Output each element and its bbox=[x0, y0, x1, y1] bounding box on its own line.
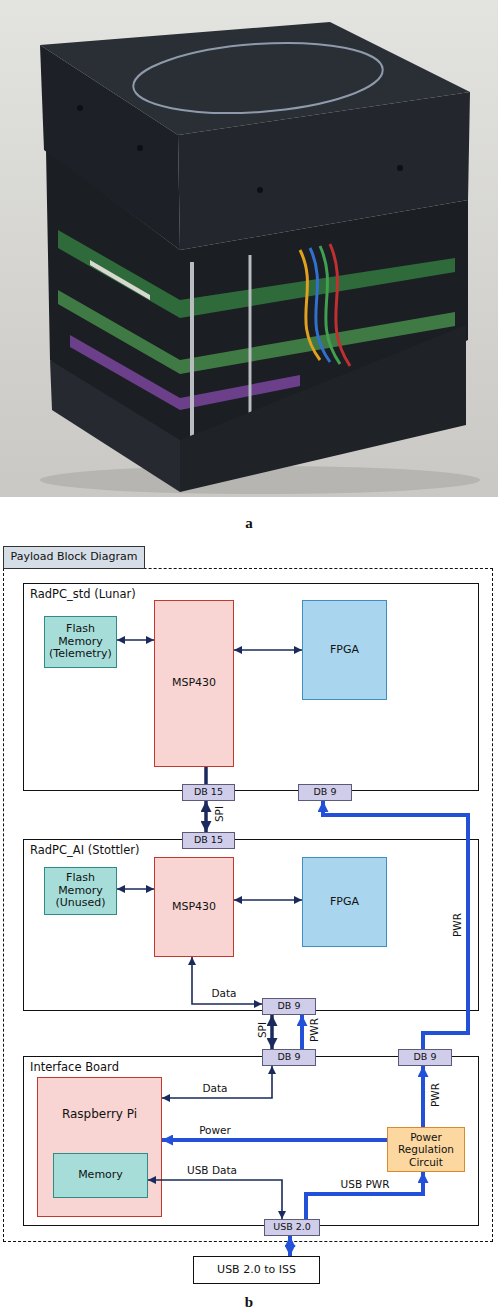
box-text: DB 9 bbox=[278, 1052, 301, 1063]
lid-logo bbox=[131, 35, 385, 120]
connector-port: DB 15 bbox=[182, 832, 235, 849]
edge-label: SPI bbox=[256, 1022, 268, 1038]
screw-hole bbox=[137, 145, 143, 151]
box-text: MSP430 bbox=[172, 901, 216, 914]
photo-background bbox=[0, 0, 498, 497]
box-text: FPGA bbox=[330, 644, 359, 657]
connector-line bbox=[234, 649, 302, 651]
pin-header bbox=[90, 260, 150, 300]
connector-line bbox=[192, 957, 262, 1004]
box-text: DB 15 bbox=[194, 835, 223, 846]
connector-line bbox=[306, 1172, 423, 1219]
connector-line bbox=[421, 1066, 425, 1127]
box-text: DB 9 bbox=[278, 1001, 301, 1012]
memory-box: Flash Memory (Telemetry) bbox=[44, 616, 117, 668]
lid-left bbox=[40, 45, 180, 250]
box-text: Interface Board bbox=[30, 1061, 119, 1074]
connector-line bbox=[162, 1066, 272, 1098]
box-text: Payload Block Diagram bbox=[3, 546, 146, 569]
box-text: DB 9 bbox=[414, 1052, 437, 1063]
edge-label: PWR bbox=[308, 1018, 320, 1042]
connector-port: DB 9 bbox=[262, 1049, 316, 1066]
box-text: DB 15 bbox=[194, 787, 223, 798]
connector-port: DB 9 bbox=[262, 998, 316, 1015]
memory-box: Flash Memory (Unused) bbox=[44, 867, 117, 915]
circuit-board bbox=[58, 230, 455, 318]
box-text: USB 2.0 bbox=[273, 1222, 311, 1233]
case-lower-left bbox=[50, 360, 180, 492]
edge-label: USB Data bbox=[187, 1164, 237, 1176]
edge-label: Data bbox=[202, 1082, 227, 1094]
screw-hole bbox=[397, 165, 403, 171]
fpga-box: FPGA bbox=[302, 857, 387, 947]
box-text: Power Regulation Circuit bbox=[390, 1131, 462, 1167]
wire-bundle bbox=[330, 244, 350, 366]
edge-label: PWR bbox=[451, 913, 463, 937]
power-box: Power Regulation Circuit bbox=[387, 1127, 465, 1172]
edge-label: Data bbox=[211, 987, 236, 999]
box-text: RadPC_std (Lunar) bbox=[30, 588, 136, 601]
processor-box: MSP430 bbox=[154, 600, 234, 767]
connector-line bbox=[204, 801, 208, 832]
board-box: Interface BoardDB 9DB 9Raspberry PiMemor… bbox=[23, 1056, 479, 1226]
board-box: RadPC_AI (Stottler)DB 15Flash Memory (Un… bbox=[23, 839, 479, 1011]
edge-label: Power bbox=[199, 1124, 231, 1136]
box-text: Flash Memory (Unused) bbox=[47, 872, 114, 910]
computer-box: Raspberry Pi Memory bbox=[37, 1077, 162, 1217]
panel-label: b bbox=[245, 1294, 253, 1311]
connector-line bbox=[323, 801, 468, 1049]
edge-label: SPI bbox=[213, 806, 225, 822]
screw-hole bbox=[77, 105, 83, 111]
lid-right bbox=[178, 92, 470, 250]
standoff bbox=[249, 255, 252, 420]
fpga-box: FPGA bbox=[302, 600, 387, 700]
connector-line bbox=[234, 899, 302, 901]
box-text: Raspberry Pi bbox=[62, 1108, 137, 1122]
connector-port: DB 15 bbox=[182, 784, 235, 801]
connector-line bbox=[270, 1015, 274, 1049]
connector-port: USB 2.0 bbox=[264, 1219, 320, 1236]
box-text: Memory bbox=[78, 1169, 123, 1182]
box-text: DB 9 bbox=[314, 787, 337, 798]
processor-box: MSP430 bbox=[154, 857, 234, 957]
connector-line bbox=[117, 639, 154, 641]
connector-line bbox=[148, 1180, 282, 1219]
connector-line bbox=[117, 888, 154, 890]
panel-label: a bbox=[245, 515, 253, 532]
memory-box: Memory bbox=[53, 1153, 148, 1198]
box-text: RadPC_AI (Stottler) bbox=[30, 844, 140, 857]
box-text: MSP430 bbox=[172, 677, 216, 690]
screw-hole bbox=[257, 187, 263, 193]
group-frame: Payload Block DiagramRadPC_std (Lunar)Fl… bbox=[3, 568, 493, 1242]
edge-label: PWR bbox=[429, 1083, 441, 1107]
box-text: USB 2.0 to ISS bbox=[217, 1264, 296, 1277]
box-text: Flash Memory (Telemetry) bbox=[47, 623, 114, 661]
edge-label: USB PWR bbox=[341, 1178, 390, 1190]
case-lower-right bbox=[180, 325, 466, 492]
board-box: RadPC_std (Lunar) Flash Memory (Telemetry… bbox=[23, 583, 479, 791]
payload-photo bbox=[0, 0, 498, 497]
external-box: USB 2.0 to ISS bbox=[193, 1256, 320, 1284]
connector-port: DB 9 bbox=[398, 1049, 452, 1066]
connector-line bbox=[162, 1138, 387, 1142]
connector-line bbox=[288, 1236, 292, 1256]
connector-line bbox=[204, 767, 208, 784]
connector-line bbox=[300, 1015, 304, 1049]
connector-port: DB 9 bbox=[298, 784, 352, 801]
standoff bbox=[190, 262, 194, 440]
box-text: FPGA bbox=[330, 896, 359, 909]
